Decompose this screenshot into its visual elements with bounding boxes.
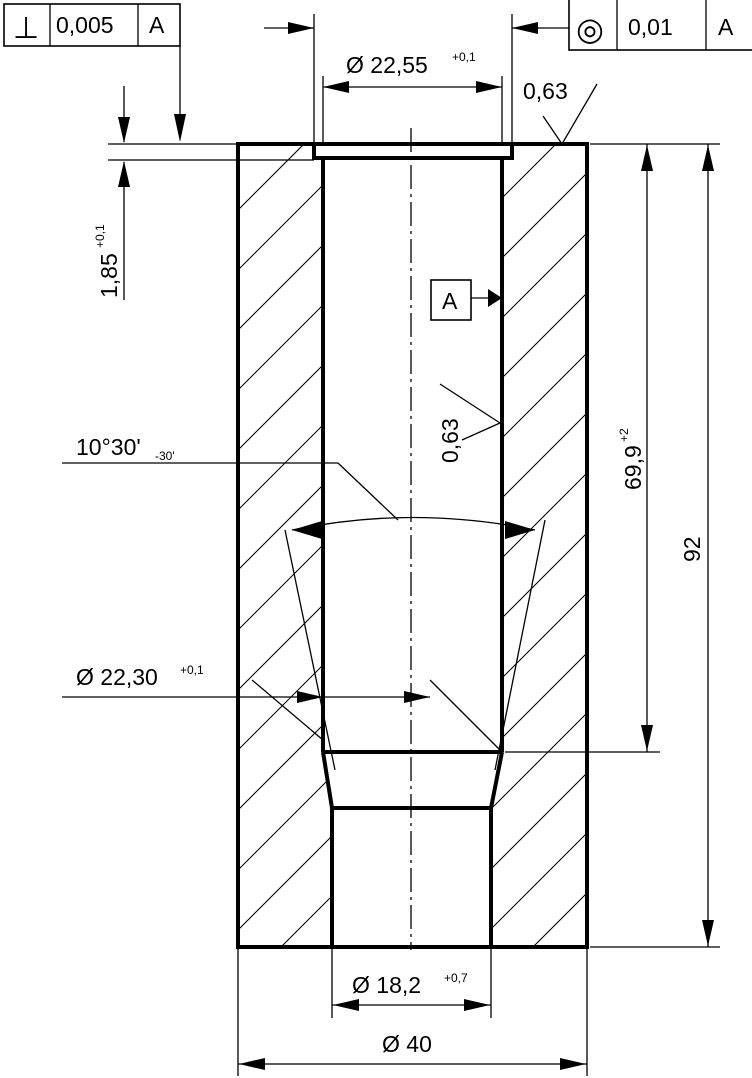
dimension-outer-diameter <box>237 947 588 1076</box>
tolerance-frame-perpendicularity: ⊥ 0,005 A <box>3 3 186 142</box>
dimension-top-bore-value: Ø 22,55 <box>346 52 428 78</box>
dimension-groove-depth <box>108 86 314 300</box>
datum-feature-a: A <box>430 279 502 321</box>
dimension-bore-depth-tolerance: +2 <box>617 428 631 442</box>
tolerance-frame-concentricity: ◎ 0,01 A <box>568 0 752 51</box>
dimension-mid-bore <box>62 679 503 753</box>
roughness-symbol-top <box>542 83 598 145</box>
dimension-outer-diameter-value: Ø 40 <box>382 1031 432 1057</box>
dimension-bore-depth-value: 69,9 <box>620 445 646 490</box>
concentricity-datum: A <box>718 14 734 40</box>
perpendicularity-value: 0,005 <box>56 12 114 38</box>
dimension-mid-bore-value: Ø 22,30 <box>76 664 158 690</box>
taper-angle-value: 10°30' <box>76 434 141 460</box>
datum-a-label: A <box>442 288 458 314</box>
dimension-overall-length <box>590 144 720 948</box>
part-outline <box>236 142 589 949</box>
perpendicularity-datum: A <box>149 12 165 38</box>
section-hatching-right <box>491 144 587 947</box>
dimension-bottom-bore <box>331 947 492 1018</box>
concentricity-symbol: ◎ <box>576 11 604 47</box>
dimension-mid-bore-tolerance: +0,1 <box>180 663 204 677</box>
perpendicularity-symbol: ⊥ <box>13 12 39 45</box>
section-hatching-left <box>238 144 332 947</box>
dimension-top-bore <box>264 14 570 144</box>
dimension-bottom-bore-tolerance: +0,7 <box>444 971 468 985</box>
roughness-bore-value: 0,63 <box>437 418 463 463</box>
dimension-groove-depth-tolerance: +0,1 <box>93 224 107 248</box>
taper-angle-tolerance: -30' <box>155 449 175 463</box>
dimension-bottom-bore-value: Ø 18,2 <box>352 972 421 998</box>
concentricity-value: 0,01 <box>628 14 673 40</box>
dimension-groove-depth-value: 1,85 <box>96 253 122 298</box>
roughness-symbol-bore <box>439 383 501 441</box>
dimension-bore-depth <box>505 143 720 753</box>
taper-construction-lines <box>62 462 546 771</box>
dimension-top-bore-tolerance: +0,1 <box>452 50 476 64</box>
dimension-overall-length-value: 92 <box>679 536 705 562</box>
roughness-top-value: 0,63 <box>523 78 568 104</box>
